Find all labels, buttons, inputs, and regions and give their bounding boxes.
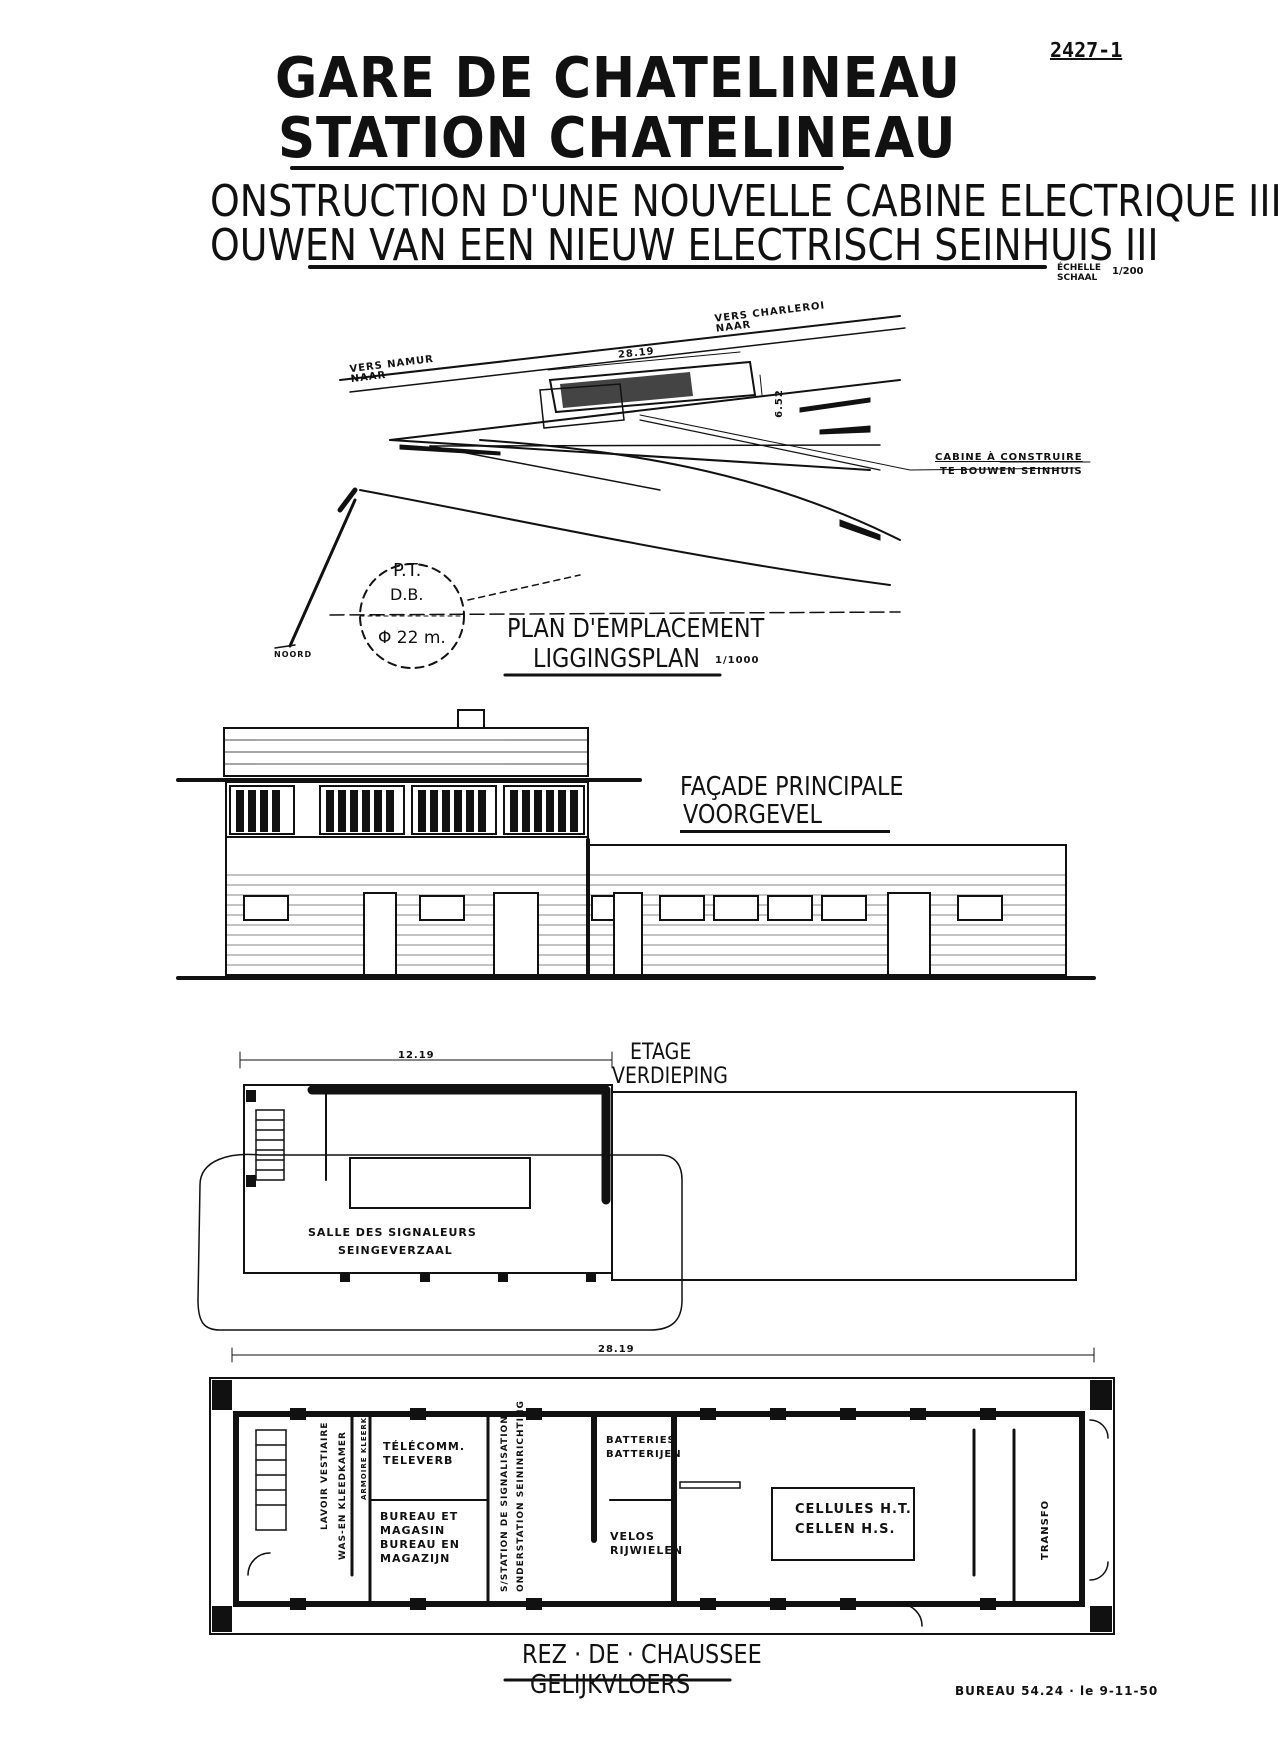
- cabin-label-nl: TE BOUWEN SEINHUIS: [940, 466, 1083, 477]
- office-date-stamp: BUREAU 54.24 · le 9-11-50: [955, 1684, 1159, 1698]
- circle-diameter-label: Φ 22 m.: [378, 628, 446, 648]
- facade-title-nl: VOORGEVEL: [683, 800, 822, 830]
- site-plan-title-nl: LIGGINGSPLAN: [533, 644, 701, 674]
- cabin-width-dim: 6.52: [773, 389, 785, 418]
- circle-db-label: D.B.: [390, 585, 424, 604]
- ground-floor-overall-dim: 28.19: [598, 1344, 635, 1355]
- room-armoire: ARMOIRE KLEERK.: [360, 1413, 368, 1500]
- facade-title-underline: [680, 830, 890, 833]
- room-lavoir: LAVOIR VESTIAIRE: [320, 1421, 330, 1530]
- room-telecom: TÉLÉCOMM. TELEVERB: [383, 1440, 466, 1467]
- room-cellules: CELLULES H.T. CELLEN H.S.: [795, 1502, 912, 1537]
- circle-pt-label: P.T.: [393, 560, 422, 581]
- subtitle-french: ONSTRUCTION D'UNE NOUVELLE CABINE ELECTR…: [210, 176, 1280, 227]
- north-arrow-label: NOORD: [274, 650, 313, 659]
- scale-label: ÉCHELLE SCHAAL: [1057, 263, 1102, 283]
- upper-floor-plan: [197, 1051, 1077, 1331]
- subtitle-dutch: OUWEN VAN EEN NIEUW ELECTRISCH SEINHUIS …: [210, 220, 1159, 271]
- upper-windows: [229, 785, 585, 835]
- room-batteries: BATTERIES BATTERIJEN: [606, 1435, 682, 1460]
- ground-floor-title-fr: REZ · DE · CHAUSSEE: [522, 1640, 762, 1670]
- scale-value: 1/200: [1112, 266, 1144, 277]
- room-bureau: BUREAU ET MAGASIN BUREAU EN MAGAZIJN: [380, 1510, 460, 1565]
- drawing-reference: 2427-1: [1050, 38, 1123, 62]
- cabin-label-fr: CABINE À CONSTRUIRE: [935, 452, 1083, 463]
- room-transfo: TRANSFO: [1040, 1499, 1051, 1560]
- room-wc: WAS-EN KLEEDKAMER: [338, 1431, 348, 1560]
- ground-floor-plan: [209, 1347, 1115, 1682]
- facade-elevation: [176, 709, 1096, 980]
- signal-room-label-fr: SALLE DES SIGNALEURS: [308, 1226, 477, 1239]
- room-onderstation: ONDERSTATION SEININRICHTING: [516, 1400, 526, 1592]
- title-french: GARE DE CHATELINEAU: [275, 46, 961, 111]
- facade-title-fr: FAÇADE PRINCIPALE: [680, 772, 904, 802]
- upper-floor-title-nl: VERDIEPING: [612, 1064, 728, 1089]
- upper-floor-dim: 12.19: [398, 1050, 435, 1061]
- site-plan-scale: 1/1000: [715, 655, 760, 666]
- upper-floor-title-fr: ETAGE: [630, 1040, 692, 1065]
- room-velos: VELOS RIJWIELEN: [610, 1530, 684, 1557]
- ground-floor-title-nl: GELIJKVLOERS: [530, 1670, 691, 1700]
- site-plan: [274, 315, 1091, 677]
- title-dutch: STATION CHATELINEAU: [278, 106, 957, 171]
- site-plan-title-fr: PLAN D'EMPLACEMENT: [507, 614, 765, 644]
- room-sous-station: S/STATION DE SIGNALISATION: [500, 1415, 510, 1592]
- signal-room-label-nl: SEINGEVERZAAL: [338, 1244, 453, 1257]
